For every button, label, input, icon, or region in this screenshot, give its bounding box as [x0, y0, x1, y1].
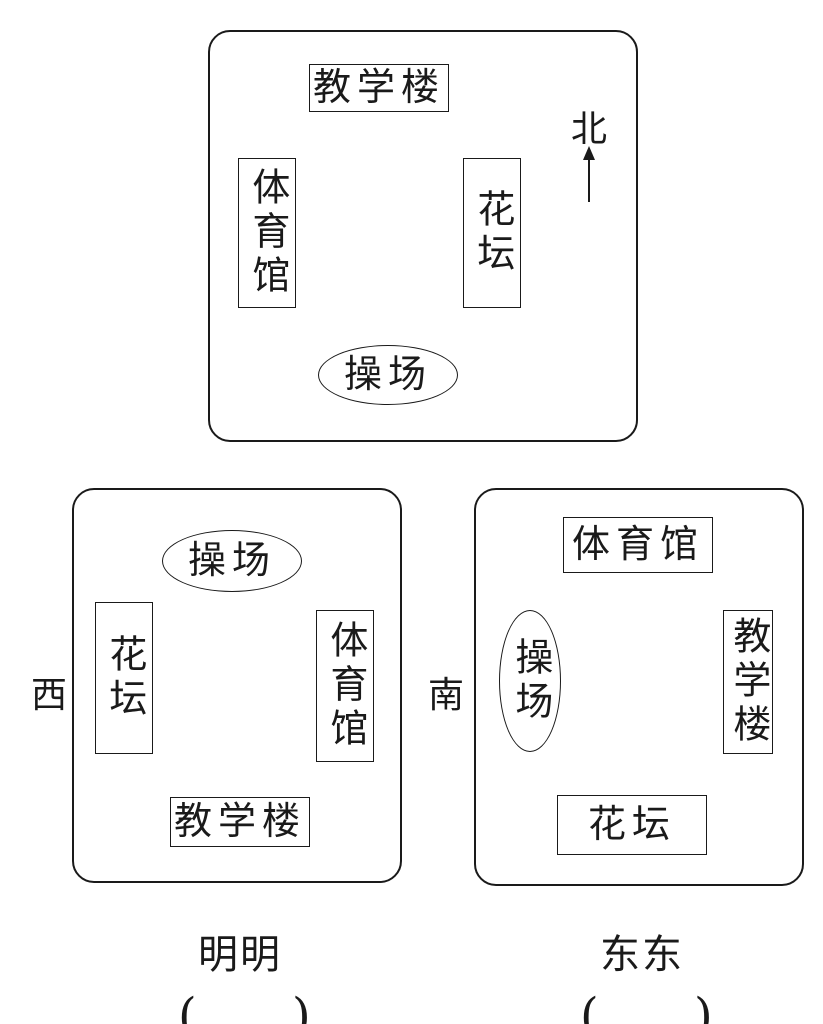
- dongdong-answer-open-paren: (: [580, 988, 599, 1024]
- mingming-flower-bed: 花坛: [95, 602, 153, 754]
- reference-map: [208, 30, 638, 442]
- ref-flower-bed: 花坛: [463, 158, 521, 308]
- dongdong-teaching-building: 教学楼: [723, 610, 773, 754]
- mingming-gym: 体育馆: [316, 610, 374, 762]
- dongdong-playground: 操场: [499, 610, 561, 752]
- mingming-map: [72, 488, 402, 883]
- mingming-caption: 明明: [198, 932, 282, 978]
- mingming-playground: 操场: [162, 530, 302, 592]
- mingming-answer-close-paren: ): [292, 988, 311, 1024]
- dongdong-map: [474, 488, 804, 886]
- north-arrow-icon: [588, 158, 590, 202]
- mingming-west-label: 西: [31, 675, 68, 716]
- mingming-teaching-building: 教学楼: [170, 797, 310, 847]
- ref-gym: 体育馆: [238, 158, 296, 308]
- north-label: 北: [571, 109, 608, 150]
- dongdong-south-label: 南: [428, 675, 465, 716]
- dongdong-caption: 东东: [600, 932, 684, 978]
- north-arrowhead-icon: [583, 146, 595, 160]
- dongdong-answer-close-paren: ): [694, 988, 713, 1024]
- dongdong-flower-bed: 花坛: [557, 795, 707, 855]
- dongdong-gym: 体育馆: [563, 517, 713, 573]
- mingming-answer-open-paren: (: [178, 988, 197, 1024]
- ref-teaching-building: 教学楼: [309, 64, 449, 112]
- ref-playground: 操场: [318, 345, 458, 405]
